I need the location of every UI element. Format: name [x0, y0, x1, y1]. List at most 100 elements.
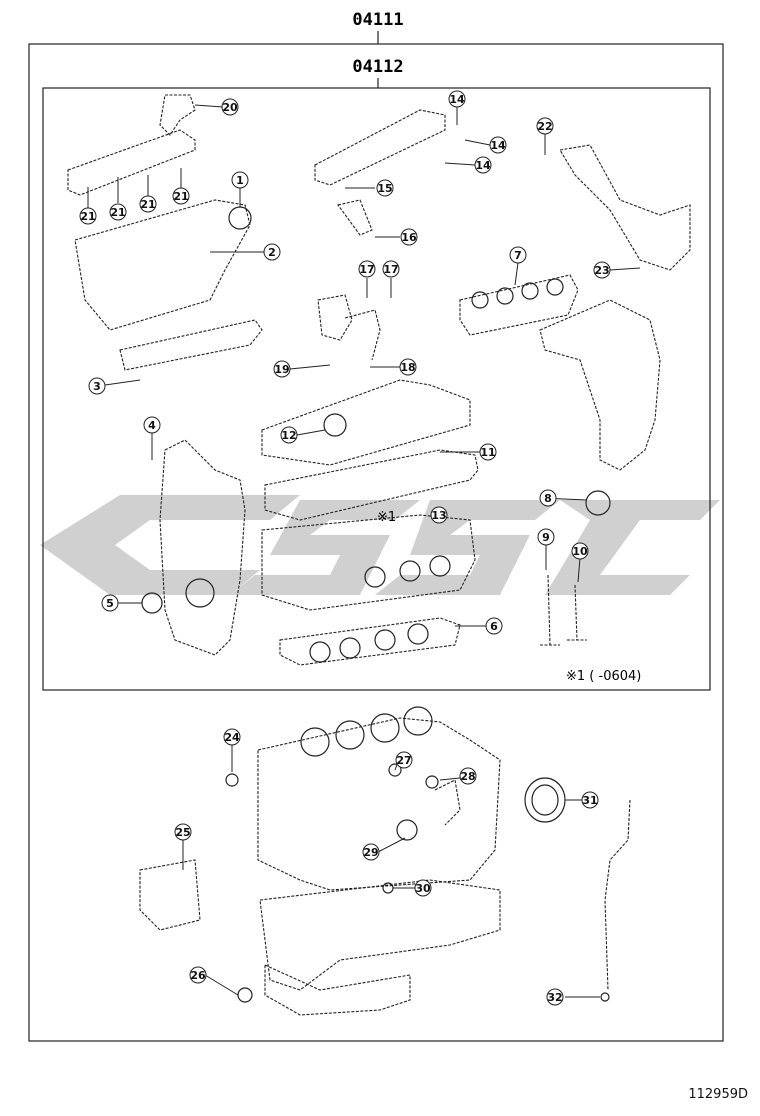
callout-balloon: [395, 751, 413, 769]
oil-hose: [344, 309, 381, 361]
callout-balloon: [101, 594, 119, 612]
callout-balloon: [414, 879, 432, 897]
callout-balloon: [571, 542, 589, 560]
bracket-top: [159, 94, 196, 136]
oil-control-valve: [317, 294, 353, 341]
callout-balloon: [485, 617, 503, 635]
callout-balloon: [537, 528, 555, 546]
callout-number: 17: [383, 263, 398, 276]
callout-number: 4: [148, 419, 156, 432]
callout-balloon: [358, 260, 376, 278]
timing-chain-cover: [159, 439, 246, 656]
cylinder-head-cover: [74, 199, 251, 331]
callout-balloon: [231, 171, 249, 189]
callout-number: 24: [224, 731, 240, 744]
callout-number: 20: [222, 101, 238, 114]
callout-balloon: [143, 416, 161, 434]
plug-24: [225, 773, 239, 787]
cam-cover-lower: [119, 319, 263, 371]
callout-number: 11: [480, 446, 495, 459]
callout-number: 3: [93, 380, 101, 393]
callout-number: 10: [572, 545, 588, 558]
callout-balloon: [189, 966, 207, 984]
callout-number: 32: [547, 991, 562, 1004]
callout-balloon: [539, 489, 557, 507]
callout-number: 29: [363, 846, 378, 859]
crankcase: [259, 879, 501, 991]
callout-number: 31: [582, 794, 597, 807]
callout-number: 28: [460, 770, 475, 783]
callout-balloon: [263, 243, 281, 261]
callout-balloon: [362, 843, 380, 861]
cylinder-head-gasket: [279, 617, 461, 666]
callout-balloon: [280, 426, 298, 444]
callout-number: 14: [490, 139, 506, 152]
callout-number: 17: [359, 263, 374, 276]
callout-balloon: [509, 246, 527, 264]
oil-seal-left: [141, 592, 163, 614]
timing-sprocket-seal: [185, 578, 215, 608]
gasket-27: [388, 763, 402, 777]
callout-number: 18: [400, 361, 415, 374]
cylinder-block: [257, 717, 501, 891]
callout-number: 27: [396, 754, 411, 767]
callout-number: 22: [537, 120, 552, 133]
callout-balloon: [536, 117, 554, 135]
callout-number: 21: [80, 210, 95, 223]
callout-balloon: [399, 358, 417, 376]
callout-balloon: [489, 136, 507, 154]
callout-number: 15: [377, 182, 392, 195]
callout-balloon: [172, 187, 190, 205]
note-marker: ※1: [377, 510, 396, 525]
intake-valve: [540, 574, 560, 646]
callout-number: 2: [268, 246, 276, 259]
oil-seal-29: [396, 819, 418, 841]
cylinder-head-block: [261, 514, 476, 611]
oil-pan: [264, 964, 411, 1016]
injector: [337, 199, 373, 236]
callout-number: 9: [542, 531, 550, 544]
callout-balloon: [79, 207, 97, 225]
inner-frame: [42, 87, 711, 691]
figure-reference: 112959D: [688, 1087, 748, 1102]
callout-number: 26: [190, 969, 206, 982]
injector-rail: [314, 109, 446, 186]
callout-balloon: [376, 179, 394, 197]
callout-balloon: [174, 823, 192, 841]
callout-number: 7: [514, 249, 522, 262]
callout-number: 21: [173, 190, 188, 203]
callout-number: 19: [274, 363, 289, 376]
oil-filler-cap: [323, 413, 347, 437]
note-range: ※1 ( -0604): [566, 669, 641, 684]
callout-number: 5: [106, 597, 114, 610]
oil-level-gauge-guide: [604, 799, 631, 991]
callout-balloon: [479, 443, 497, 461]
fuel-delivery-pipe: [67, 129, 196, 196]
callout-balloon: [448, 90, 466, 108]
callout-number: 30: [415, 882, 431, 895]
callout-balloon: [459, 767, 477, 785]
callout-number: 8: [544, 492, 552, 505]
cylinder-head: [261, 379, 471, 466]
callout-balloon: [593, 261, 611, 279]
oil-seal-8: [585, 490, 611, 516]
callout-number: 13: [431, 509, 446, 522]
callout-balloon: [139, 195, 157, 213]
head-cover-gasket: [264, 449, 479, 521]
callout-number: 1: [236, 174, 244, 187]
water-pump: [139, 859, 201, 931]
assembly-number: 04111: [352, 10, 403, 30]
callout-number: 12: [281, 429, 296, 442]
outer-frame: [28, 43, 724, 1042]
callout-balloon: [109, 203, 127, 221]
exhaust-tube: [559, 144, 691, 271]
callout-balloon: [430, 506, 448, 524]
callout-number: 23: [594, 264, 609, 277]
exhaust-manifold-converter: [539, 299, 661, 471]
callout-number: 6: [490, 620, 498, 633]
callout-balloon: [382, 260, 400, 278]
subassembly-number: 04112: [352, 57, 403, 77]
callout-balloon: [474, 156, 492, 174]
